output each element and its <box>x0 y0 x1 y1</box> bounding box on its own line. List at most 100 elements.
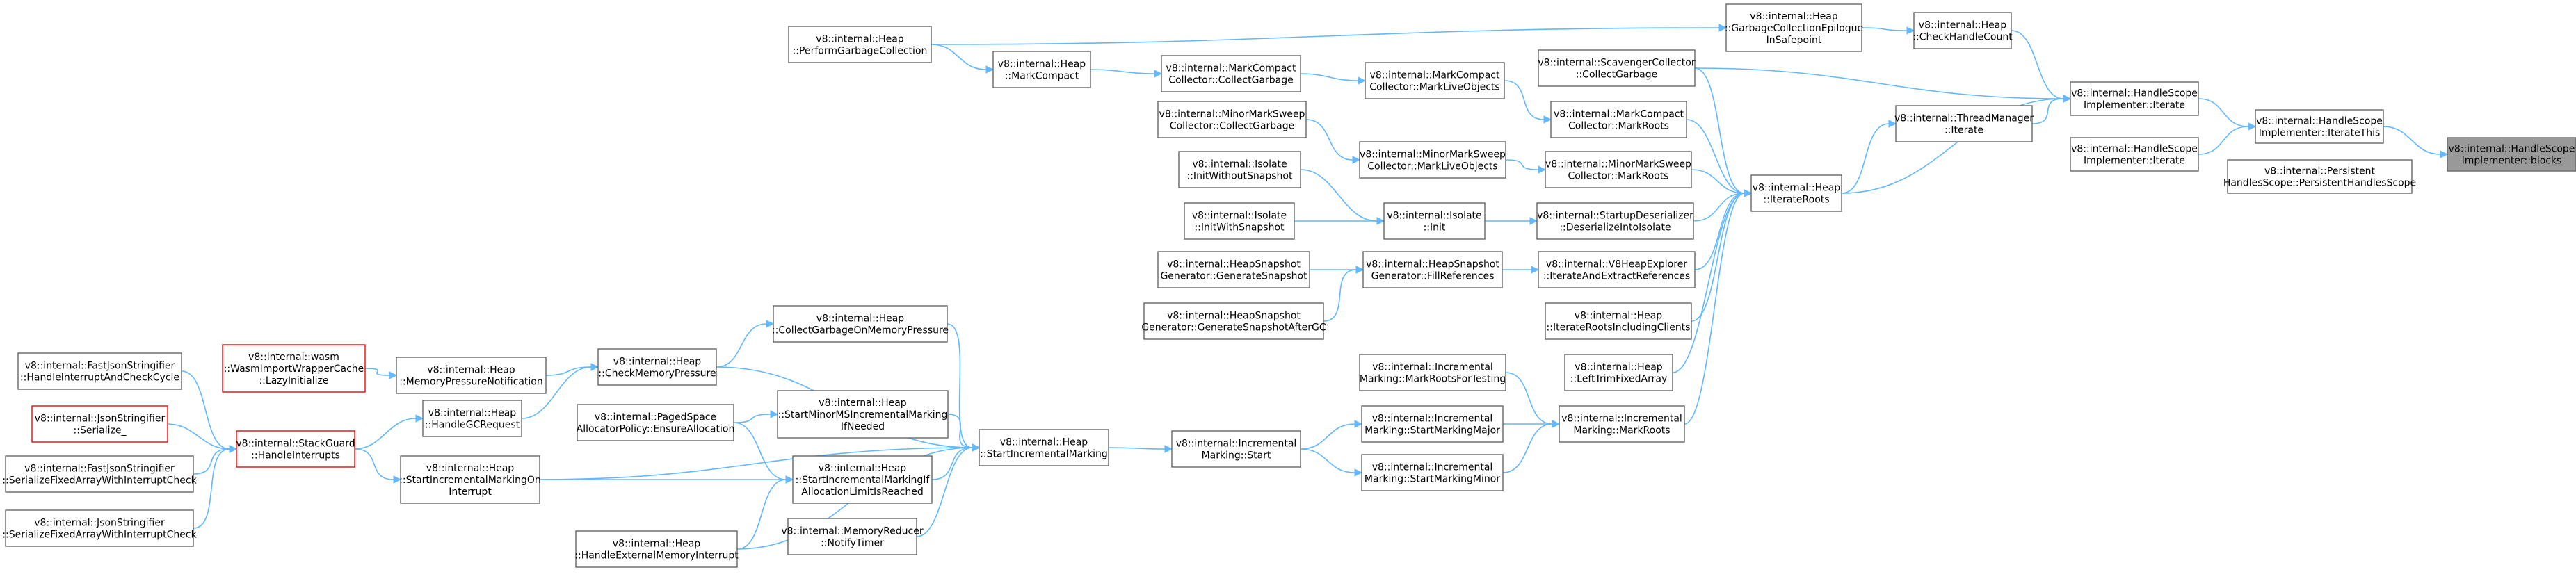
node-check-handle-count[interactable]: v8::internal::Heap::CheckHandleCount <box>1913 12 2013 49</box>
node-label-line: v8::internal::HeapSnapshot <box>1167 311 1301 322</box>
node-hs-iterate1[interactable]: v8::internal::HandleScopeImplementer::It… <box>2070 81 2199 116</box>
node-heap-mark-compact[interactable]: v8::internal::Heap::MarkCompact <box>992 51 1091 88</box>
edge-start-inc-marking-to-inc-mark-start <box>1108 445 1173 453</box>
node-box <box>575 530 738 568</box>
node-left-trim[interactable]: v8::internal::Heap::LeftTrimFixedArray <box>1564 354 1673 391</box>
node-label-line: v8::internal::Heap <box>1753 183 1840 194</box>
node-v8-heap-explorer[interactable]: v8::internal::V8HeapExplorer::IterateAnd… <box>1538 251 1696 288</box>
node-label-line: Collector::MarkRoots <box>1568 121 1669 132</box>
arrowhead <box>415 414 424 423</box>
node-label-line: v8::internal::Heap <box>613 357 701 368</box>
arrowhead <box>785 475 794 484</box>
node-collect-on-pressure[interactable]: v8::internal::Heap::CollectGarbageOnMemo… <box>772 305 949 343</box>
node-inc-mark-roots[interactable]: v8::internal::IncrementalMarking::MarkRo… <box>1559 405 1685 443</box>
node-wasm-import[interactable]: v8::internal::wasm::WasmImportWrapperCac… <box>222 344 366 393</box>
node-label-line: v8::internal::FastJsonStringifier <box>24 464 175 475</box>
node-start-marking-minor[interactable]: v8::internal::IncrementalMarking::StartM… <box>1361 454 1504 491</box>
node-init-without-snap[interactable]: v8::internal::Isolate::InitWithoutSnapsh… <box>1178 151 1301 188</box>
node-js-serialize-fixed[interactable]: v8::internal::JsonStringifier::Serialize… <box>2 509 198 547</box>
node-mem-pressure-notif[interactable]: v8::internal::Heap::MemoryPressureNotifi… <box>396 357 547 394</box>
node-mms-collect[interactable]: v8::internal::MinorMarkSweepCollector::C… <box>1157 101 1307 138</box>
node-label-line: ::GarbageCollectionEpilogue <box>1725 23 1863 34</box>
node-fjs-handle-interrupt[interactable]: v8::internal::FastJsonStringifier::Handl… <box>17 352 182 390</box>
node-inc-mark-start[interactable]: v8::internal::IncrementalMarking::Start <box>1171 430 1301 468</box>
node-iterate-this[interactable]: v8::internal::HandleScopeImplementer::It… <box>2255 109 2384 144</box>
node-box <box>1157 101 1307 138</box>
node-label-line: Collector::CollectGarbage <box>1168 75 1294 86</box>
edge-hs-iterate1-to-iterate-this <box>2198 98 2257 131</box>
node-start-inc-if-alloc[interactable]: v8::internal::Heap::StartIncrementalMark… <box>792 455 933 504</box>
node-box <box>1895 105 2033 142</box>
node-label-line: v8::internal::Heap <box>816 313 904 325</box>
node-mc-mark-live[interactable]: v8::internal::MarkCompactCollector::Mark… <box>1365 62 1505 99</box>
edge-gen-snapshot-after-gc-to-fill-references <box>1323 266 1365 322</box>
node-thread-mgr-iterate[interactable]: v8::internal::ThreadManager::Iterate <box>1894 105 2034 142</box>
node-label-line: v8::internal::FastJsonStringifier <box>25 361 175 372</box>
node-label-line: v8::internal::Isolate <box>1387 211 1481 222</box>
node-label-line: v8::internal::Heap <box>1750 11 1837 22</box>
node-stack-guard[interactable]: v8::internal::StackGuard::HandleInterrup… <box>236 430 355 468</box>
node-label-line: v8::internal::MarkCompact <box>1370 70 1500 81</box>
node-handle-gcrequest[interactable]: v8::internal::Heap::HandleGCRequest <box>422 400 522 437</box>
node-fill-references[interactable]: v8::internal::HeapSnapshotGenerator::Fil… <box>1362 251 1503 288</box>
node-start-inc-on-interrupt[interactable]: v8::internal::Heap::StartIncrementalMark… <box>399 455 541 504</box>
node-label-line: v8::internal::Heap <box>1000 437 1088 448</box>
node-start-marking-major[interactable]: v8::internal::IncrementalMarking::StartM… <box>1361 405 1504 443</box>
node-label-line: v8::internal::HandleScope <box>2071 88 2198 99</box>
node-box <box>1157 251 1310 288</box>
node-label-line: ::IterateRoots <box>1763 195 1829 206</box>
node-label-line: Generator::GenerateSnapshotAfterGC <box>1141 322 1326 334</box>
node-perform-gc[interactable]: v8::internal::Heap::PerformGarbageCollec… <box>788 26 932 63</box>
node-gen-snapshot-after-gc[interactable]: v8::internal::HeapSnapshotGenerator::Gen… <box>1141 302 1326 340</box>
node-label-line: IfNeeded <box>841 421 885 432</box>
node-persistent-hs[interactable]: v8::internal::PersistentHandlesScope::Pe… <box>2223 159 2416 194</box>
node-check-mem-pressure[interactable]: v8::internal::Heap::CheckMemoryPressure <box>597 348 717 386</box>
node-fjs-serialize-fixed[interactable]: v8::internal::FastJsonStringifier::Seria… <box>2 455 198 493</box>
node-isolate-init[interactable]: v8::internal::Isolate::Init <box>1383 202 1486 240</box>
node-label-line: Implementer::IterateThis <box>2259 128 2381 139</box>
arrowhead <box>1164 445 1173 453</box>
node-box <box>1913 12 2012 49</box>
node-mem-reducer[interactable]: v8::internal::MemoryReducer::NotifyTimer <box>781 518 924 555</box>
node-label-line: Interrupt <box>449 487 492 498</box>
node-iterate-roots[interactable]: v8::internal::Heap::IterateRoots <box>1750 174 1842 212</box>
node-json-serialize[interactable]: v8::internal::JsonStringifier::Serialize… <box>31 405 168 443</box>
node-iter-roots-clients[interactable]: v8::internal::Heap::IterateRootsIncludin… <box>1545 302 1692 340</box>
node-label-line: ::Init <box>1424 222 1446 234</box>
edge-fill-references-to-v8-heap-explorer <box>1502 266 1540 274</box>
node-mms-mark-live[interactable]: v8::internal::MinorMarkSweepCollector::M… <box>1359 141 1506 179</box>
node-hs-iterate2[interactable]: v8::internal::HandleScopeImplementer::It… <box>2070 137 2199 172</box>
node-box <box>1361 405 1504 443</box>
node-label-line: v8::internal::StartupDeserializer <box>1537 211 1693 222</box>
node-label-line: Marking::StartMarkingMinor <box>1365 474 1500 485</box>
node-start-minor-ms[interactable]: v8::internal::Heap::StartMinorMSIncremen… <box>777 390 949 439</box>
node-label-line: ::CheckHandleCount <box>1913 32 2013 43</box>
node-box <box>2255 109 2384 144</box>
node-paged-space[interactable]: v8::internal::PagedSpaceAllocatorPolicy:… <box>577 404 735 441</box>
node-mc-mark-roots[interactable]: v8::internal::MarkCompactCollector::Mark… <box>1550 101 1687 138</box>
node-label-line: ::HandleInterrupts <box>251 450 340 462</box>
node-mc-collect[interactable]: v8::internal::MarkCompactCollector::Coll… <box>1161 55 1301 92</box>
node-ext-mem-interrupt[interactable]: v8::internal::Heap::HandleExternalMemory… <box>574 530 739 568</box>
node-label-line: ::Iterate <box>1945 125 1983 136</box>
node-gen-snapshot[interactable]: v8::internal::HeapSnapshotGenerator::Gen… <box>1157 251 1310 288</box>
node-box <box>222 344 366 393</box>
node-label-line: v8::internal::Heap <box>1575 311 1662 322</box>
node-label-line: ::StartMinorMSIncrementalMarking <box>778 409 948 420</box>
node-scavenger-collect[interactable]: v8::internal::ScavengerCollector::Collec… <box>1538 49 1696 87</box>
node-gc-epilogue[interactable]: v8::internal::Heap::GarbageCollectionEpi… <box>1725 3 1863 52</box>
node-label-line: ::CollectGarbage <box>1576 70 1658 81</box>
node-mms-mark-roots[interactable]: v8::internal::MinorMarkSweepCollector::M… <box>1545 151 1692 188</box>
edge-scavenger-collect-to-iterate-roots <box>1694 67 1753 197</box>
edge-hs-iterate2-to-iterate-this <box>2198 122 2257 155</box>
node-start-inc-marking[interactable]: v8::internal::Heap::StartIncrementalMark… <box>979 429 1109 466</box>
node-label-line: ::MarkCompact <box>1005 71 1079 82</box>
node-inc-mark-roots-testing[interactable]: v8::internal::IncrementalMarking::MarkRo… <box>1359 354 1506 391</box>
node-blocks[interactable]: v8::internal::HandleScopeImplementer::bl… <box>2447 137 2576 172</box>
node-init-with-snap[interactable]: v8::internal::Isolate::InitWithSnapshot <box>1184 202 1295 240</box>
node-label-line: v8::internal::PagedSpace <box>595 412 716 423</box>
node-label-line: Marking::MarkRoots <box>1573 425 1670 436</box>
node-box <box>31 405 168 443</box>
node-startup-deser[interactable]: v8::internal::StartupDeserializer::Deser… <box>1536 202 1694 240</box>
node-label-line: v8::internal::Heap <box>819 398 906 409</box>
